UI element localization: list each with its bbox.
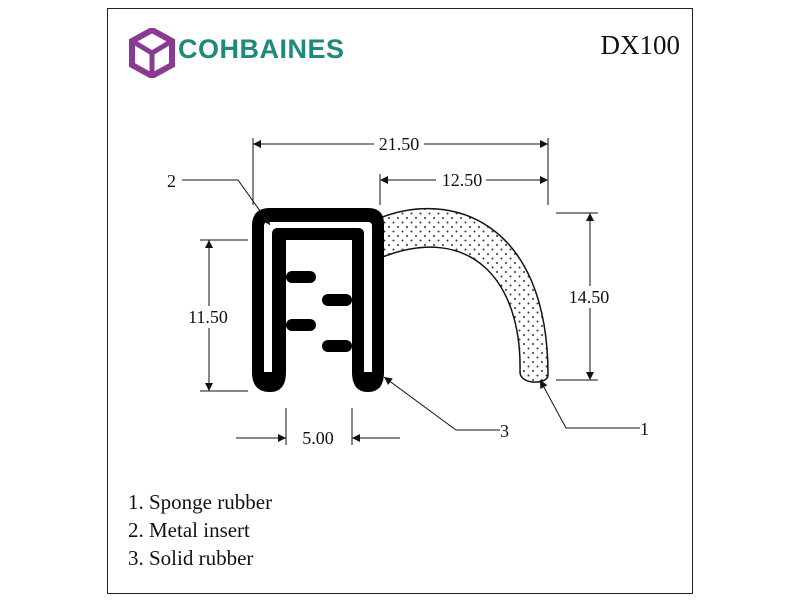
leader-sponge xyxy=(539,379,640,429)
cube-logo-icon xyxy=(129,28,175,78)
callout-metal: 2 xyxy=(167,171,176,191)
dim-clip-height: 11.50 xyxy=(188,307,228,327)
dim-bulb-height: 14.50 xyxy=(569,287,610,307)
callout-solid: 3 xyxy=(500,421,509,441)
solid-rubber-clip xyxy=(252,208,384,392)
legend: 1. Sponge rubber 2. Metal insert 3. Soli… xyxy=(128,488,272,572)
legend-item-metal: 2. Metal insert xyxy=(128,518,250,542)
legend-item-sponge: 1. Sponge rubber xyxy=(128,490,273,514)
drawing-frame xyxy=(107,8,693,594)
part-code: DX100 xyxy=(600,30,681,60)
dim-lip-width: 12.50 xyxy=(442,170,483,190)
dim-overall-width: 21.50 xyxy=(379,134,420,154)
dim-gap-width: 5.00 xyxy=(302,428,334,448)
callout-sponge: 1 xyxy=(640,419,649,439)
brand-name-part2: BAINES xyxy=(239,34,345,64)
inner-fins xyxy=(286,271,352,352)
brand-name-part1: COH xyxy=(178,34,240,64)
leader-metal xyxy=(182,179,271,226)
legend-item-solid: 3. Solid rubber xyxy=(128,546,254,570)
brand-name: COHBAINES xyxy=(178,34,345,65)
leader-solid xyxy=(383,376,500,431)
sponge-bulb xyxy=(379,207,549,383)
